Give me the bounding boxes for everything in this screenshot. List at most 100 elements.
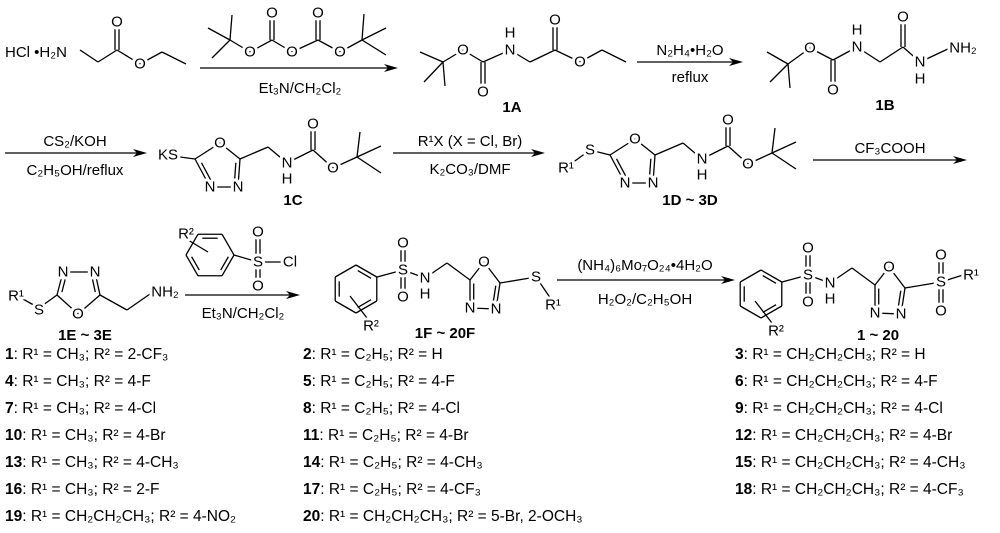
atom-label-o: O — [802, 240, 814, 257]
atom-label-h: H — [697, 167, 708, 184]
compound-number: 5 — [303, 373, 312, 390]
compound-number: 20 — [303, 508, 321, 525]
bond — [13, 293, 40, 309]
bond — [442, 61, 446, 87]
compound-substituents: : R¹ = C₂H₅; R² = 4-CH₃ — [320, 454, 483, 471]
atom-label-r1: R¹ — [963, 267, 979, 284]
bond — [334, 300, 357, 314]
compound-number: 12 — [735, 427, 753, 444]
atom-label-o: O — [883, 259, 895, 276]
arrow-head-icon — [384, 64, 398, 72]
compound-number: 9 — [735, 400, 744, 417]
bond — [727, 145, 749, 165]
atom-label-r2: R² — [178, 226, 194, 243]
bond — [615, 158, 627, 178]
atom-label-n: N — [58, 264, 69, 281]
step1-reagent-below: Et₃N/CH₂Cl₂ — [259, 80, 342, 97]
bond — [495, 282, 501, 310]
compound-number: 14 — [303, 454, 321, 471]
step6-reagent-below: Et₃N/CH₂Cl₂ — [202, 305, 285, 322]
compound-number: 16 — [5, 481, 23, 498]
bond — [483, 261, 501, 284]
bond — [286, 149, 314, 164]
bond — [781, 274, 809, 283]
bond — [851, 267, 876, 286]
bond — [233, 254, 259, 263]
bond — [207, 27, 231, 41]
atom-label-o: O — [244, 44, 256, 61]
compound-substituents: : R¹ = C₂H₅; R² = 4-CF₃ — [320, 481, 481, 498]
compound-substituents: : R¹ = CH₂CH₂CH₃; R² = 5-Br, 2-OCH₃ — [320, 508, 583, 525]
atom-label-o: O — [252, 224, 264, 241]
bond — [902, 46, 921, 63]
arrow-head-icon — [729, 58, 743, 66]
atom-label-o: O — [397, 235, 409, 252]
bond — [361, 39, 387, 56]
arrow-head-icon — [286, 291, 300, 299]
compound-entry: 3: R¹ = CH₂CH₂CH₃; R² = H — [735, 346, 926, 364]
bond — [442, 49, 464, 63]
step7-reagent-above: (NH₄)₆Mo₇O₂₄•4H₂O — [577, 257, 712, 274]
bond — [900, 287, 906, 315]
atom-label-n: N — [915, 54, 926, 71]
atom-label-o: O — [574, 54, 586, 71]
bond — [355, 264, 378, 278]
step5-reagent-above: CF₃COOH — [854, 140, 925, 157]
atom-label-o: O — [742, 156, 754, 173]
compound-number: 4 — [5, 373, 14, 390]
bond — [492, 285, 497, 303]
bond — [126, 293, 151, 311]
atom-label-o: O — [111, 14, 123, 31]
bond — [99, 294, 128, 311]
bond — [220, 256, 229, 271]
compound-number: 7 — [5, 400, 14, 417]
bond — [179, 156, 196, 160]
atom-label-n: N — [491, 301, 502, 318]
compound-substituents: : R¹ = CH₃; R² = 2-F — [22, 481, 160, 498]
atom-label-h: H — [852, 22, 863, 39]
bond — [361, 27, 387, 41]
atom-label-r2: R² — [363, 318, 379, 335]
bond — [809, 47, 834, 61]
bond — [579, 49, 603, 63]
bond — [56, 271, 64, 296]
bond — [739, 305, 762, 319]
bond — [787, 63, 791, 89]
compound-number: 15 — [735, 454, 753, 471]
bond — [221, 233, 235, 256]
arrow-head-icon — [531, 149, 545, 157]
bond — [529, 49, 556, 63]
bond — [874, 266, 890, 286]
bond — [535, 276, 552, 300]
bond — [187, 239, 209, 253]
atom-label-n: N — [852, 39, 863, 56]
bond — [940, 274, 964, 283]
bond — [194, 158, 211, 188]
bond — [191, 256, 200, 271]
step4-reagent-below: K₂CO₃/DMF — [429, 161, 510, 178]
bond — [94, 271, 101, 296]
atom-label-o: O — [629, 131, 641, 148]
starting-material-label: HCl •H₂N — [5, 44, 67, 61]
bond — [185, 233, 199, 256]
bond — [267, 146, 288, 164]
atom-label-o: O — [397, 289, 409, 306]
bond — [185, 254, 199, 277]
atom-label-n: N — [896, 306, 907, 323]
bond — [56, 294, 79, 315]
compound-number: 2 — [303, 346, 312, 363]
compound-substituents: : R¹ = C₂H₅; R² = 4-Cl — [311, 400, 460, 417]
atom-label-o: O — [827, 82, 839, 99]
bond — [77, 294, 101, 315]
bonds — [13, 13, 964, 324]
bond — [361, 13, 365, 41]
bond — [829, 267, 853, 284]
atom-label-s: S — [398, 262, 408, 279]
atom-label-n: N — [90, 264, 101, 281]
bond — [879, 46, 904, 63]
bond — [349, 295, 368, 319]
bond — [419, 51, 444, 63]
bond — [769, 63, 789, 83]
compound-entry: 5: R¹ = C₂H₅; R² = 4-F — [303, 373, 455, 391]
